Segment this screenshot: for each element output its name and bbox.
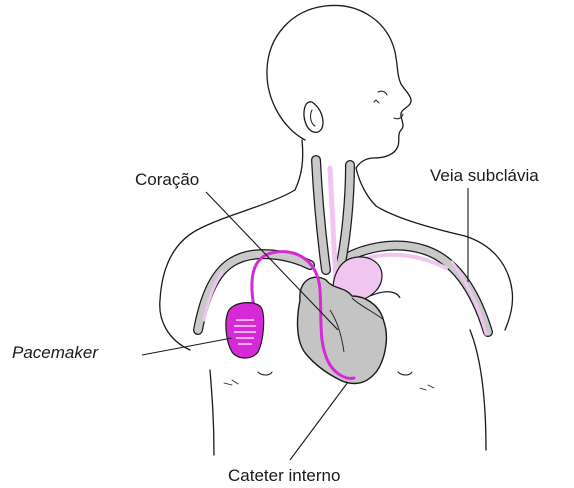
pacemaker-device	[226, 303, 264, 358]
left-torso	[210, 370, 214, 455]
right-torso	[470, 330, 486, 450]
heart-label: Coração	[135, 170, 199, 190]
neck-right	[356, 168, 376, 206]
ear-outline	[304, 102, 323, 133]
neck-left	[295, 140, 303, 190]
head-outline	[267, 5, 411, 168]
leader-catheter	[290, 382, 348, 460]
body-outline	[160, 5, 513, 455]
pacemaker-label: Pacemaker	[12, 343, 98, 363]
leader-pacemaker	[142, 338, 232, 355]
internal-catheter-label: Cateter interno	[228, 466, 340, 486]
subclavian-vein-label: Veia subclávia	[430, 166, 539, 186]
